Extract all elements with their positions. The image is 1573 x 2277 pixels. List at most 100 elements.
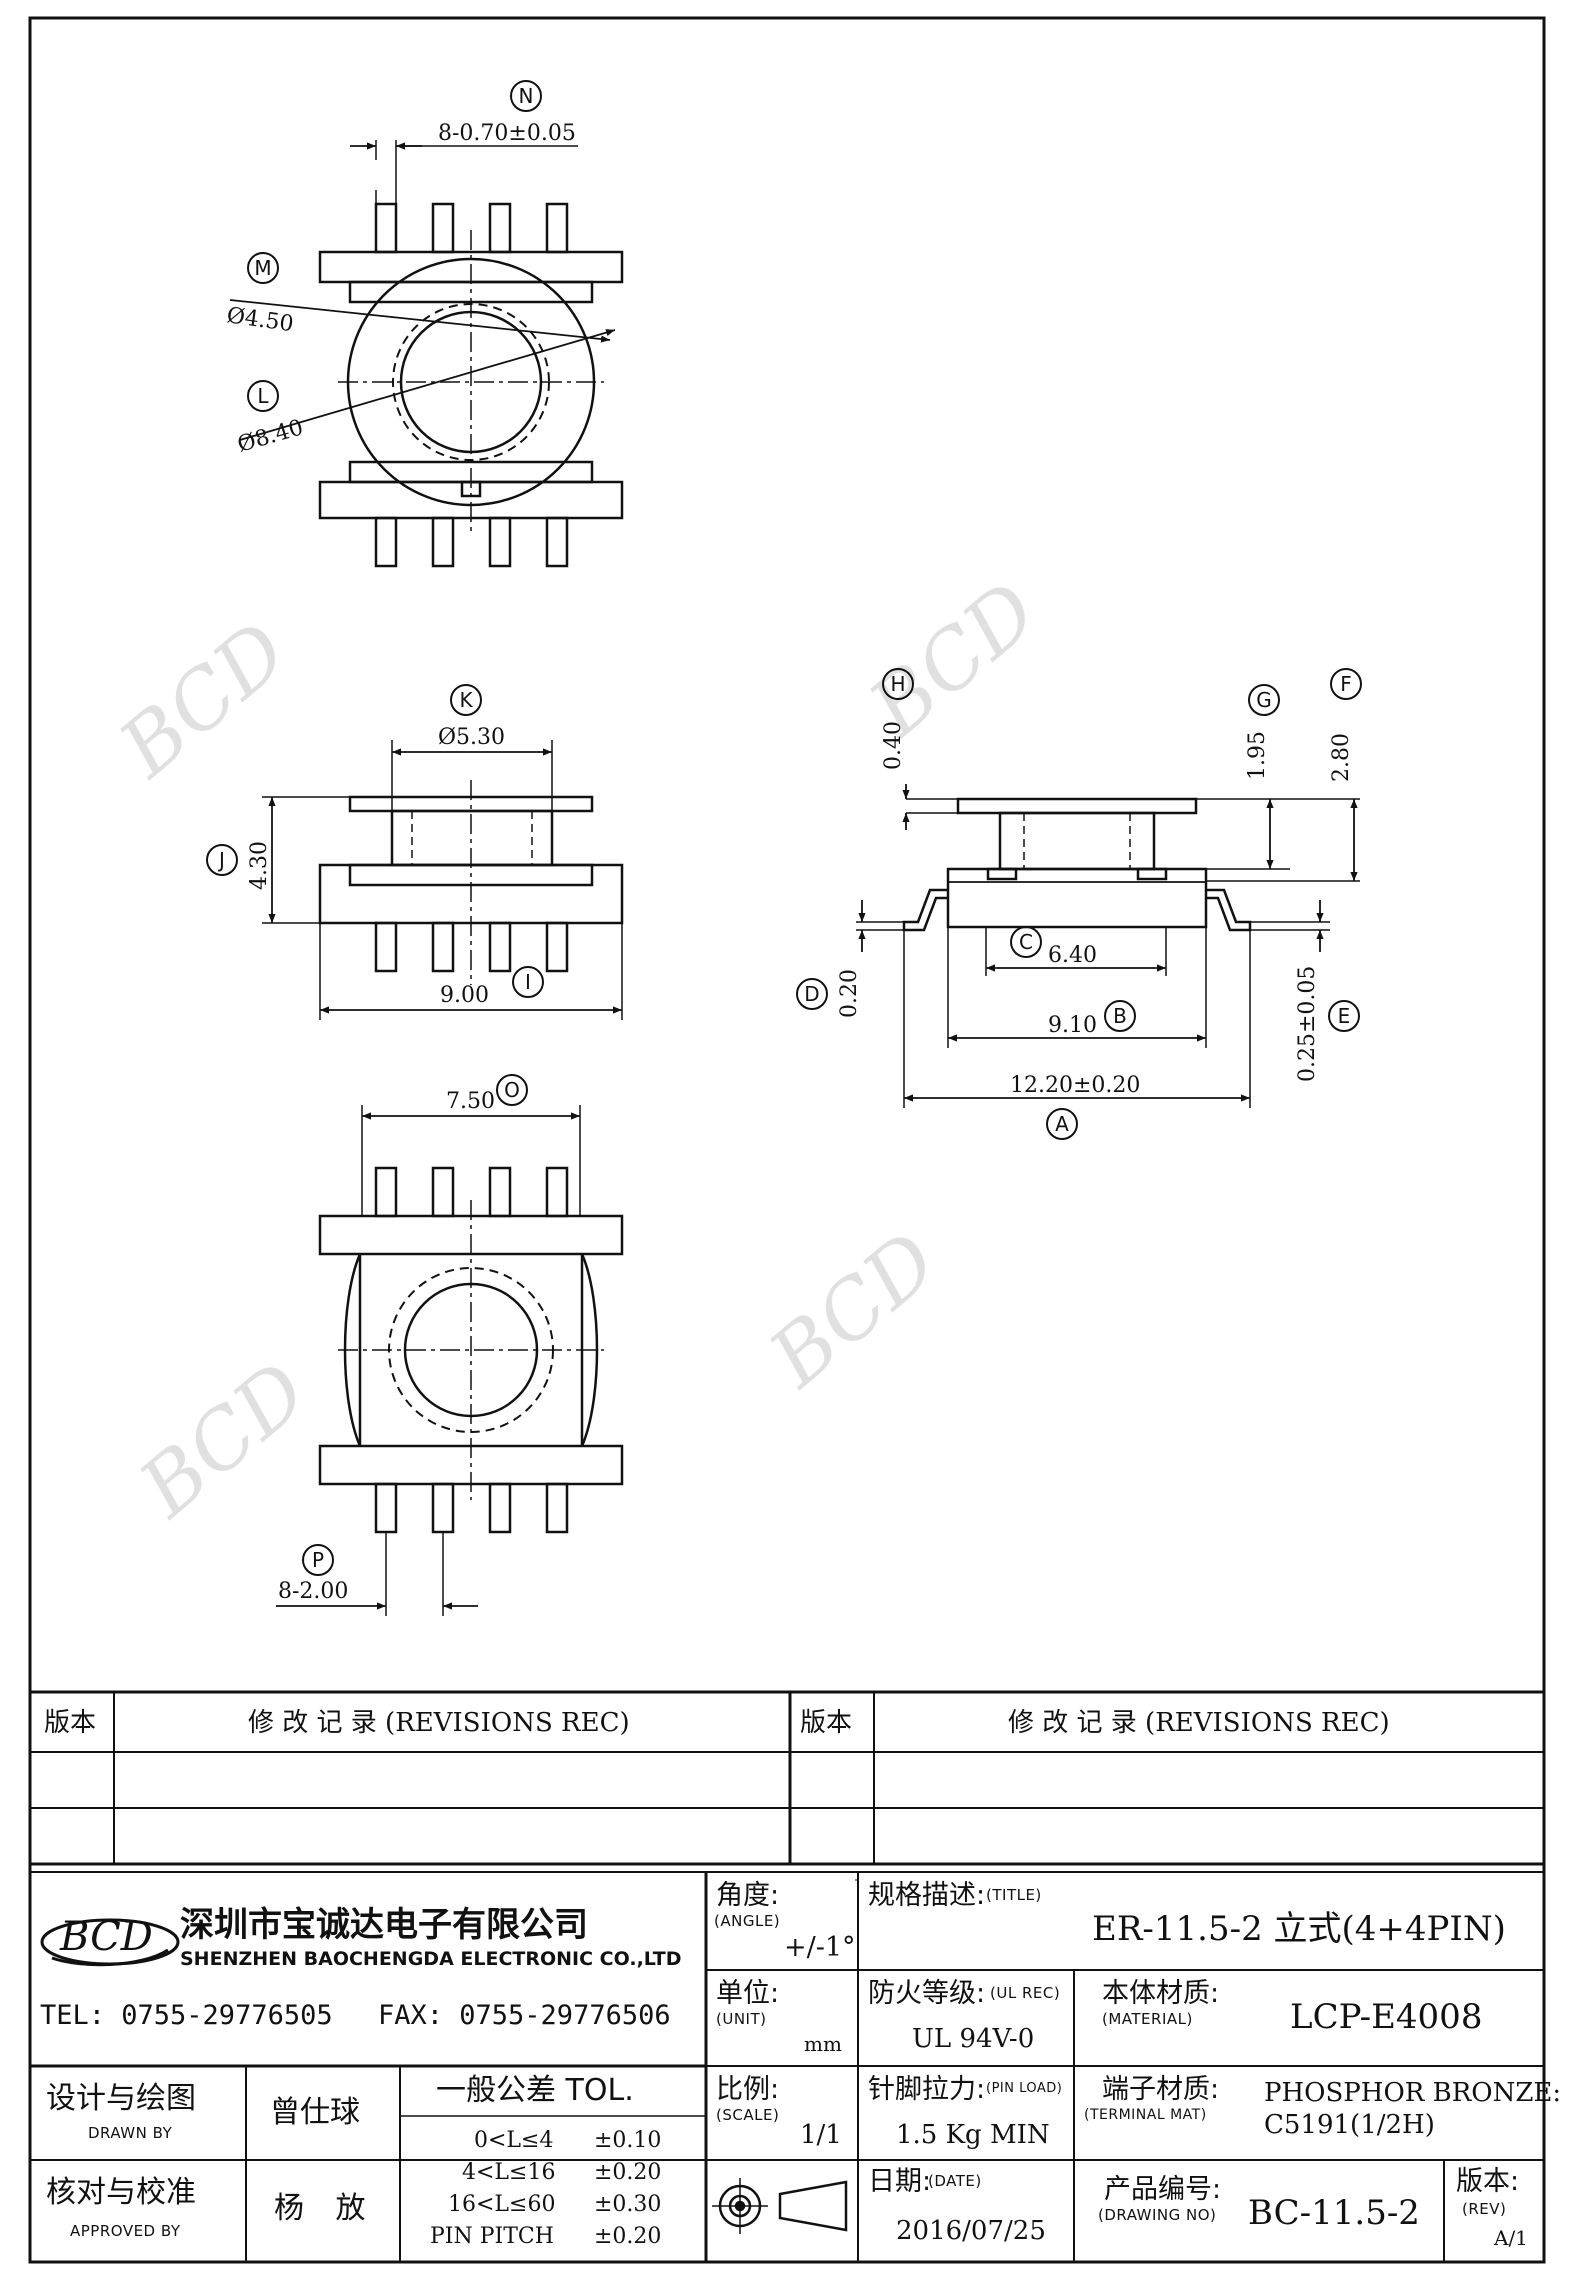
tol-range: 16<L≤60 xyxy=(448,2192,556,2217)
ul-label: 防火等级: xyxy=(868,1978,986,2009)
angle-label: 角度: xyxy=(716,1880,780,1911)
callout-f: F xyxy=(1330,668,1362,700)
approved-value: 杨 放 xyxy=(274,2191,366,2226)
projection-symbol-icon xyxy=(712,2178,848,2234)
svg-text:O: O xyxy=(504,1078,520,1102)
terminal-value-2: C5191(1/2H) xyxy=(1264,2110,1435,2140)
ul-value: UL 94V-0 xyxy=(912,2024,1035,2054)
rev-sub: (REV) xyxy=(1462,2200,1507,2218)
svg-text:N: N xyxy=(519,84,534,108)
tol-header: 一般公差 TOL. xyxy=(436,2073,634,2108)
svg-text:J: J xyxy=(217,848,225,872)
drawing-label: 产品编号: xyxy=(1104,2174,1222,2205)
drawing-value: BC-11.5-2 xyxy=(1248,2193,1420,2233)
svg-text:BCD: BCD xyxy=(59,1914,153,1960)
tol-value: ±0.30 xyxy=(594,2192,662,2217)
title-label: 规格描述: xyxy=(868,1880,986,1911)
material-value: LCP-E4008 xyxy=(1290,1997,1483,2037)
dim-h-value: 0.40 xyxy=(881,721,906,770)
svg-text:A: A xyxy=(1055,1112,1069,1136)
material-label: 本体材质: xyxy=(1102,1978,1220,2009)
rev-col-record-2: 修 改 记 录 (REVISIONS REC) xyxy=(1008,1708,1390,1738)
unit-value: mm xyxy=(804,2032,842,2056)
terminal-label: 端子材质: xyxy=(1102,2074,1220,2105)
angle-sub: (ANGLE) xyxy=(714,1912,781,1930)
date-value: 2016/07/25 xyxy=(896,2216,1046,2246)
scale-value: 1/1 xyxy=(800,2120,842,2150)
pinload-value: 1.5 Kg MIN xyxy=(896,2120,1050,2150)
tol-range: 4<L≤16 xyxy=(462,2160,556,2185)
dim-b-value: 9.10 xyxy=(1048,1013,1097,1038)
rev-value: A/1 xyxy=(1494,2226,1528,2250)
callout-o: O xyxy=(496,1074,528,1106)
callout-e: E xyxy=(1328,1000,1360,1032)
title-sub: (TITLE) xyxy=(986,1886,1042,1904)
dim-c-value: 6.40 xyxy=(1048,943,1097,968)
drawing-sub: (DRAWING NO) xyxy=(1098,2206,1217,2224)
svg-text:K: K xyxy=(459,688,473,712)
unit-sub: (UNIT) xyxy=(716,2010,767,2028)
svg-text:F: F xyxy=(1340,672,1352,696)
rev-col-version-1: 版本 xyxy=(44,1708,97,1738)
dim-i-value: 9.00 xyxy=(440,983,489,1008)
callout-c: C xyxy=(1010,926,1042,958)
tol-value: ±0.10 xyxy=(594,2128,662,2153)
dim-g-value: 1.95 xyxy=(1245,731,1270,780)
dim-a-value: 12.20±0.20 xyxy=(1010,1073,1140,1098)
callout-d: D xyxy=(796,978,828,1010)
drawn-value: 曾仕球 xyxy=(270,2095,360,2130)
callout-b: B xyxy=(1104,1000,1136,1032)
angle-value: +/-1° xyxy=(784,1932,856,1963)
svg-text:E: E xyxy=(1338,1004,1351,1028)
dim-o-value: 7.50 xyxy=(446,1089,495,1114)
dim-e-value: 0.25±0.05 xyxy=(1295,966,1320,1082)
company-logo: BCD xyxy=(40,1914,180,1967)
approved-label: 核对与校准 xyxy=(46,2175,196,2210)
dim-d-value: 0.20 xyxy=(837,969,862,1018)
rev-col-version-2: 版本 xyxy=(800,1708,853,1738)
dim-k-value: Ø5.30 xyxy=(438,725,505,750)
front-view xyxy=(902,797,1252,932)
svg-text:I: I xyxy=(525,970,531,994)
tol-value: ±0.20 xyxy=(594,2160,662,2185)
svg-text:H: H xyxy=(890,672,905,696)
approved-sub: APPROVED BY xyxy=(70,2222,181,2240)
ul-sub: (UL REC) xyxy=(990,1984,1061,2002)
date-label: 日期: xyxy=(868,2166,932,2197)
callout-j: J xyxy=(206,844,238,876)
svg-text:G: G xyxy=(1256,688,1272,712)
dim-n-value: 8-0.70±0.05 xyxy=(438,121,576,146)
drawn-label: 设计与绘图 xyxy=(46,2081,196,2116)
rev-label: 版本: xyxy=(1456,2166,1520,2197)
svg-text:L: L xyxy=(257,384,269,408)
callout-i: I xyxy=(512,966,544,998)
company-fax: FAX: 0755-29776506 xyxy=(378,2000,671,2031)
dim-j-value: 4.30 xyxy=(247,841,272,890)
terminal-value-1: PHOSPHOR BRONZE: xyxy=(1264,2078,1562,2108)
svg-text:B: B xyxy=(1113,1004,1127,1028)
rev-col-record-1: 修 改 记 录 (REVISIONS REC) xyxy=(248,1708,630,1738)
svg-text:P: P xyxy=(312,1548,324,1572)
scale-sub: (SCALE) xyxy=(716,2106,780,2124)
sheet-border xyxy=(28,16,1546,2264)
callout-k: K xyxy=(450,684,482,716)
svg-text:D: D xyxy=(804,982,819,1006)
callout-l: L xyxy=(247,380,279,412)
svg-text:M: M xyxy=(254,256,271,280)
tol-range: 0<L≤4 xyxy=(474,2128,554,2153)
scale-label: 比例: xyxy=(716,2074,780,2105)
terminal-sub: (TERMINAL MAT) xyxy=(1084,2107,1207,2123)
title-value: ER-11.5-2 立式(4+4PIN) xyxy=(1092,1909,1506,1949)
callout-a: A xyxy=(1046,1108,1078,1140)
unit-label: 单位: xyxy=(716,1978,780,2009)
company-name-en: SHENZHEN BAOCHENGDA ELECTRONIC CO.,LTD xyxy=(180,1948,682,1970)
drawn-sub: DRAWN BY xyxy=(88,2124,173,2142)
callout-h: H xyxy=(882,668,914,700)
tol-value: ±0.20 xyxy=(594,2224,662,2249)
svg-text:C: C xyxy=(1019,930,1033,954)
title-block-grid xyxy=(30,1690,1544,2262)
callout-m: M xyxy=(247,252,279,284)
company-name-cn: 深圳市宝诚达电子有限公司 xyxy=(180,1905,588,1945)
